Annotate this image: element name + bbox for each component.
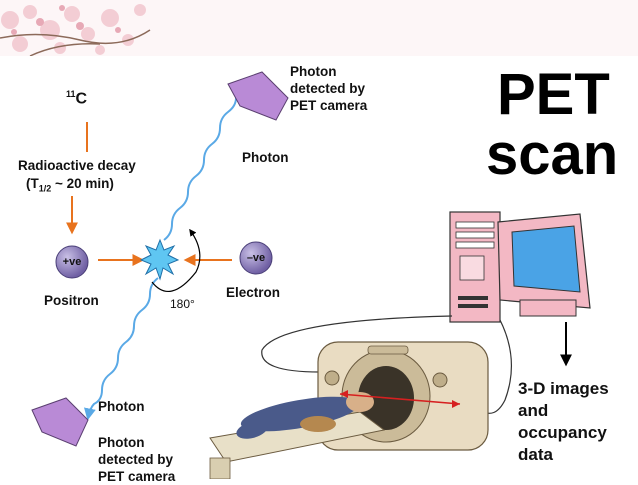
photon-bottom-label: Photon (98, 399, 145, 414)
blossom-decoration (0, 4, 151, 56)
output-line-4: data (518, 445, 553, 464)
angle-label: 180° (170, 297, 195, 311)
detector-top-icon (227, 71, 289, 121)
output-line-1: 3-D images (518, 379, 609, 398)
output-line-3: occupancy (518, 423, 607, 442)
half-life-suffix: ~ 20 min) (51, 176, 114, 191)
output-label: 3-D images and occupancy data (518, 378, 609, 466)
decay-label: Radioactive decay (18, 158, 136, 173)
scan-beam (339, 393, 461, 405)
detected-top-line-2: detected by (290, 81, 366, 96)
positron-ball (55, 245, 89, 279)
title-scan: scan (486, 122, 619, 187)
half-life-prefix: (T (26, 176, 39, 191)
cable (261, 315, 453, 373)
electron-ball (239, 241, 273, 275)
isotope-symbol: C (75, 90, 88, 108)
positron-symbol: +ve (62, 256, 82, 268)
photon-top-label: Photon (242, 150, 289, 165)
annihilation-star-icon (139, 238, 180, 281)
electron-symbol: –ve (246, 252, 266, 264)
isotope-mass: 11 (66, 89, 76, 99)
output-line-2: and (518, 401, 549, 420)
blossom-banner (0, 0, 638, 56)
half-life-label: (T1/2 ~ 20 min) (26, 175, 114, 198)
photon-wave-bottom (84, 277, 159, 421)
detected-bottom-label: Photon detected by PET camera (98, 434, 175, 485)
isotope-label: 11C (66, 86, 87, 107)
photon-wave-top (163, 84, 249, 241)
detected-bottom-line-3: PET camera (98, 469, 176, 484)
patient (236, 392, 374, 439)
angle-arc (151, 228, 201, 292)
detector-bottom-icon (31, 397, 89, 447)
detected-top-label: Photon detected by PET camera (290, 63, 367, 114)
detected-top-line-1: Photon (290, 64, 337, 79)
positron-label: Positron (44, 293, 99, 308)
computer-illustration (449, 211, 591, 323)
electron-label: Electron (226, 285, 281, 300)
detected-bottom-line-2: detected by (98, 452, 174, 467)
detected-bottom-line-1: Photon (98, 435, 145, 450)
title-pet: PET (497, 62, 610, 127)
detected-top-line-3: PET camera (290, 98, 368, 113)
half-life-sub: 1/2 (38, 183, 52, 194)
